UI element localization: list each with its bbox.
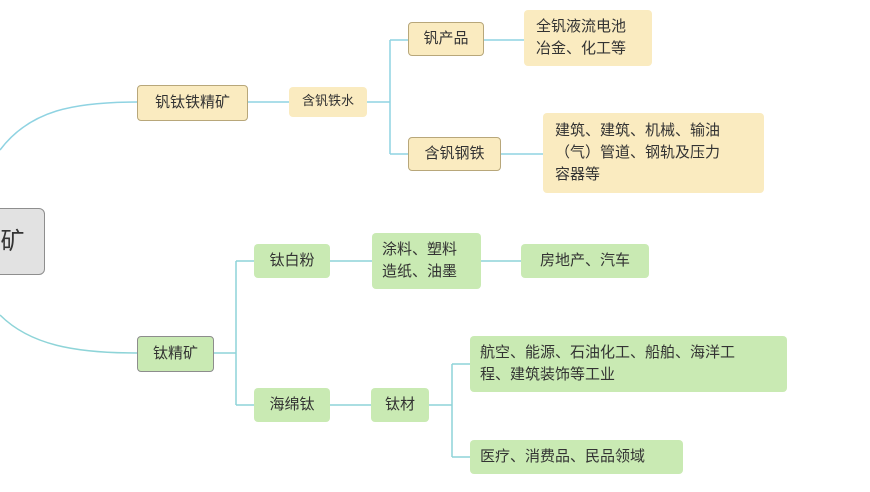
titanium-material-label: 钛材 bbox=[384, 395, 415, 414]
vanadium-product-node[interactable]: 钒产品 bbox=[408, 22, 484, 56]
vanadium-titanium-ore-node[interactable]: 钒钛铁精矿 bbox=[137, 85, 248, 121]
vanadium-product-label: 钒产品 bbox=[423, 29, 469, 48]
titanium-white-use-node[interactable]: 涂料、塑料 造纸、油墨 bbox=[372, 233, 481, 289]
vanadium-iron-node[interactable]: 含钒铁水 bbox=[289, 87, 367, 117]
vanadium-steel-label: 含钒钢铁 bbox=[424, 144, 485, 163]
vanadium-product-use-text: 全钒液流电池 冶金、化工等 bbox=[536, 17, 627, 57]
connector-root-titanium bbox=[0, 314, 138, 354]
titanium-white-label: 钛白粉 bbox=[269, 251, 315, 270]
sponge-titanium-node[interactable]: 海绵钛 bbox=[254, 388, 330, 422]
sponge-titanium-label: 海绵钛 bbox=[269, 395, 315, 414]
connector-root-vanadium bbox=[0, 101, 138, 151]
titanium-ore-node[interactable]: 钛精矿 bbox=[137, 336, 214, 372]
titanium-white-sector-node[interactable]: 房地产、汽车 bbox=[521, 244, 649, 278]
titanium-consumer-use-node[interactable]: 医疗、消费品、民品领域 bbox=[470, 440, 683, 474]
titanium-industry-use-node[interactable]: 航空、能源、石油化工、船舶、海洋工 程、建筑装饰等工业 bbox=[470, 336, 787, 392]
titanium-industry-use-text: 航空、能源、石油化工、船舶、海洋工 程、建筑装饰等工业 bbox=[480, 343, 736, 383]
root-node[interactable]: 矿 bbox=[0, 208, 45, 275]
titanium-material-node[interactable]: 钛材 bbox=[371, 388, 429, 422]
titanium-white-node[interactable]: 钛白粉 bbox=[254, 244, 330, 278]
root-label: 矿 bbox=[0, 227, 25, 256]
connector-sponge-branch bbox=[330, 363, 470, 458]
vanadium-steel-node[interactable]: 含钒钢铁 bbox=[408, 137, 501, 171]
vanadium-steel-use-node[interactable]: 建筑、建筑、机械、输油 （气）管道、钢轨及压力 容器等 bbox=[543, 113, 764, 193]
titanium-ore-label: 钛精矿 bbox=[152, 344, 198, 363]
vanadium-iron-label: 含钒铁水 bbox=[301, 93, 354, 109]
connector-titanium-children bbox=[214, 260, 254, 406]
connector-sub-products bbox=[367, 39, 408, 155]
vanadium-product-use-node[interactable]: 全钒液流电池 冶金、化工等 bbox=[524, 10, 652, 66]
titanium-white-use-text: 涂料、塑料 造纸、油墨 bbox=[382, 240, 458, 280]
connector-product-uses bbox=[484, 39, 543, 155]
titanium-consumer-use-text: 医疗、消费品、民品领域 bbox=[480, 447, 646, 466]
vanadium-titanium-ore-label: 钒钛铁精矿 bbox=[154, 93, 230, 112]
vanadium-steel-use-text: 建筑、建筑、机械、输油 （气）管道、钢轨及压力 容器等 bbox=[555, 121, 721, 183]
titanium-white-sector-text: 房地产、汽车 bbox=[539, 251, 630, 270]
